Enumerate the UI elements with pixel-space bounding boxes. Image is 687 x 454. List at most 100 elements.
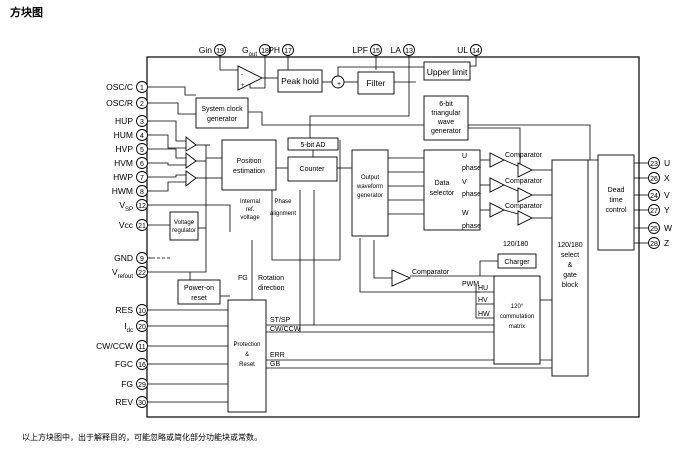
right-pin-number: 27 [650, 208, 658, 215]
data-sel-label-2: selector [430, 190, 455, 197]
st-sp-label: ST/SP [270, 317, 291, 324]
data-sel-label-1: Data [435, 180, 450, 187]
top-pin-label: PH [268, 45, 280, 55]
left-pin-name: I [124, 321, 126, 331]
left-pin-label: VSP [119, 200, 133, 213]
left-pin-name: RES [116, 305, 134, 315]
v-phase-label-2: phase [462, 191, 481, 198]
charger-block [497, 253, 537, 269]
left-pin-number: 12 [138, 203, 146, 210]
blocks [169, 61, 635, 413]
top-pin-name: LA [391, 45, 402, 55]
left-pin-number: 1 [140, 85, 144, 92]
right-pin-label: W [664, 223, 672, 233]
commutation-label-3: matrix [509, 324, 525, 330]
protection-label-1: Protection [233, 342, 260, 348]
top-pin-name: UL [457, 45, 468, 55]
data-selector-block [423, 149, 481, 231]
clock-gen-label-1: System clock [201, 106, 243, 113]
left-pin-number: 4 [140, 133, 144, 140]
left-pin-label: HVM [114, 158, 133, 168]
top-pin-circle [282, 44, 294, 56]
top-pin-name: Gin [199, 45, 213, 55]
phase-align-label-1: Phase [274, 199, 292, 205]
top-pin-circle [403, 44, 415, 56]
internal-ref-label-1: Internal [240, 199, 260, 205]
right-pin-circle [648, 157, 660, 169]
pos-est-label-1: Position [237, 158, 262, 165]
right-pin-name: V [664, 190, 670, 200]
left-pin-circle [136, 358, 148, 370]
left-pin-number: 7 [140, 175, 144, 182]
top-pin-label: LA [391, 45, 402, 55]
tri-wave-label-2: triangular [431, 110, 461, 117]
right-pin-number: 28 [650, 241, 658, 248]
top-pin-circle [259, 44, 271, 56]
left-pin-sub: SP [125, 207, 133, 213]
outwave-label-1: Output [361, 175, 379, 181]
left-pin-label: HUM [114, 130, 133, 140]
por-label-1: Power-on [184, 285, 214, 292]
left-pins: 1OSC/C2OSC/R3HUP4HUM5HVP6HVM7HWP8HWM12VS… [96, 81, 152, 408]
left-pin-label: HWP [113, 172, 133, 182]
left-pin-circle [136, 266, 148, 278]
clock-gen-label-2: generator [207, 116, 238, 123]
vreg-label-2: regulator [172, 228, 196, 234]
left-pin-label: HWM [112, 186, 133, 196]
left-pin-circle [136, 129, 148, 141]
comparator-w-label: Comparator [505, 203, 543, 210]
protection-label-3: Reset [239, 362, 255, 368]
left-pin-circle [136, 115, 148, 127]
select-gate-label-1: 120/180 [557, 242, 582, 249]
left-pin-sub: refout [118, 274, 134, 280]
right-pin-circle [648, 189, 660, 201]
filter-block [357, 71, 395, 95]
left-pin-name: OSC/R [106, 98, 133, 108]
left-pin-name: FGC [115, 359, 133, 369]
phase-buffer-v-icon [489, 177, 506, 193]
amp-minus-label: - [241, 72, 243, 78]
left-pin-circle [136, 340, 148, 352]
left-pin-label: FG [121, 379, 133, 389]
right-pin-label: Y [664, 205, 670, 215]
right-pin-number: 23 [650, 161, 658, 168]
top-pin-number: 17 [284, 48, 292, 55]
pwm-comparator-icon [391, 269, 412, 287]
v-phase-label-1: V [462, 179, 467, 186]
right-pin-name: U [664, 158, 670, 168]
clock-generator-block [195, 97, 249, 129]
left-pin-number: 16 [138, 362, 146, 369]
select-gate-label-5: block [562, 282, 579, 289]
dead-time-label-3: control [605, 207, 626, 214]
u-phase-label-2: phase [462, 165, 481, 172]
left-pin-number: 2 [140, 101, 144, 108]
left-pin-name: REV [116, 397, 134, 407]
left-pin-label: Idc [124, 321, 133, 334]
top-pin-name: G [242, 45, 249, 55]
top-pin-circle [470, 44, 482, 56]
voltage-regulator-block [169, 211, 199, 241]
left-pin-name: CW/CCW [96, 341, 133, 351]
left-pin-circle [136, 185, 148, 197]
protection-block [227, 299, 267, 413]
left-pin-name: Vcc [119, 220, 134, 230]
right-pin-label: U [664, 158, 670, 168]
pos-est-label-2: estimation [233, 168, 265, 175]
dead-time-label-1: Dead [608, 187, 625, 194]
amp-plus-label: + [241, 83, 245, 89]
phase-buffer-w-icon [489, 202, 506, 218]
ad-converter-block [287, 137, 339, 151]
left-pin-number: 11 [138, 344, 145, 351]
por-label-2: reset [191, 295, 207, 302]
top-pin-number: 15 [372, 48, 380, 55]
hu-label: HU [478, 285, 488, 292]
right-pin-name: Z [664, 238, 669, 248]
left-pin-number: 8 [140, 189, 144, 196]
left-pin-number: 6 [140, 161, 144, 168]
left-pin-circle [136, 378, 148, 390]
w-phase-label-2: phase [462, 223, 481, 230]
left-pin-name: HUP [115, 116, 133, 126]
dead-time-label-2: time [609, 197, 622, 204]
left-pin-name: HUM [114, 130, 133, 140]
left-pin-label: Vcc [119, 220, 134, 230]
